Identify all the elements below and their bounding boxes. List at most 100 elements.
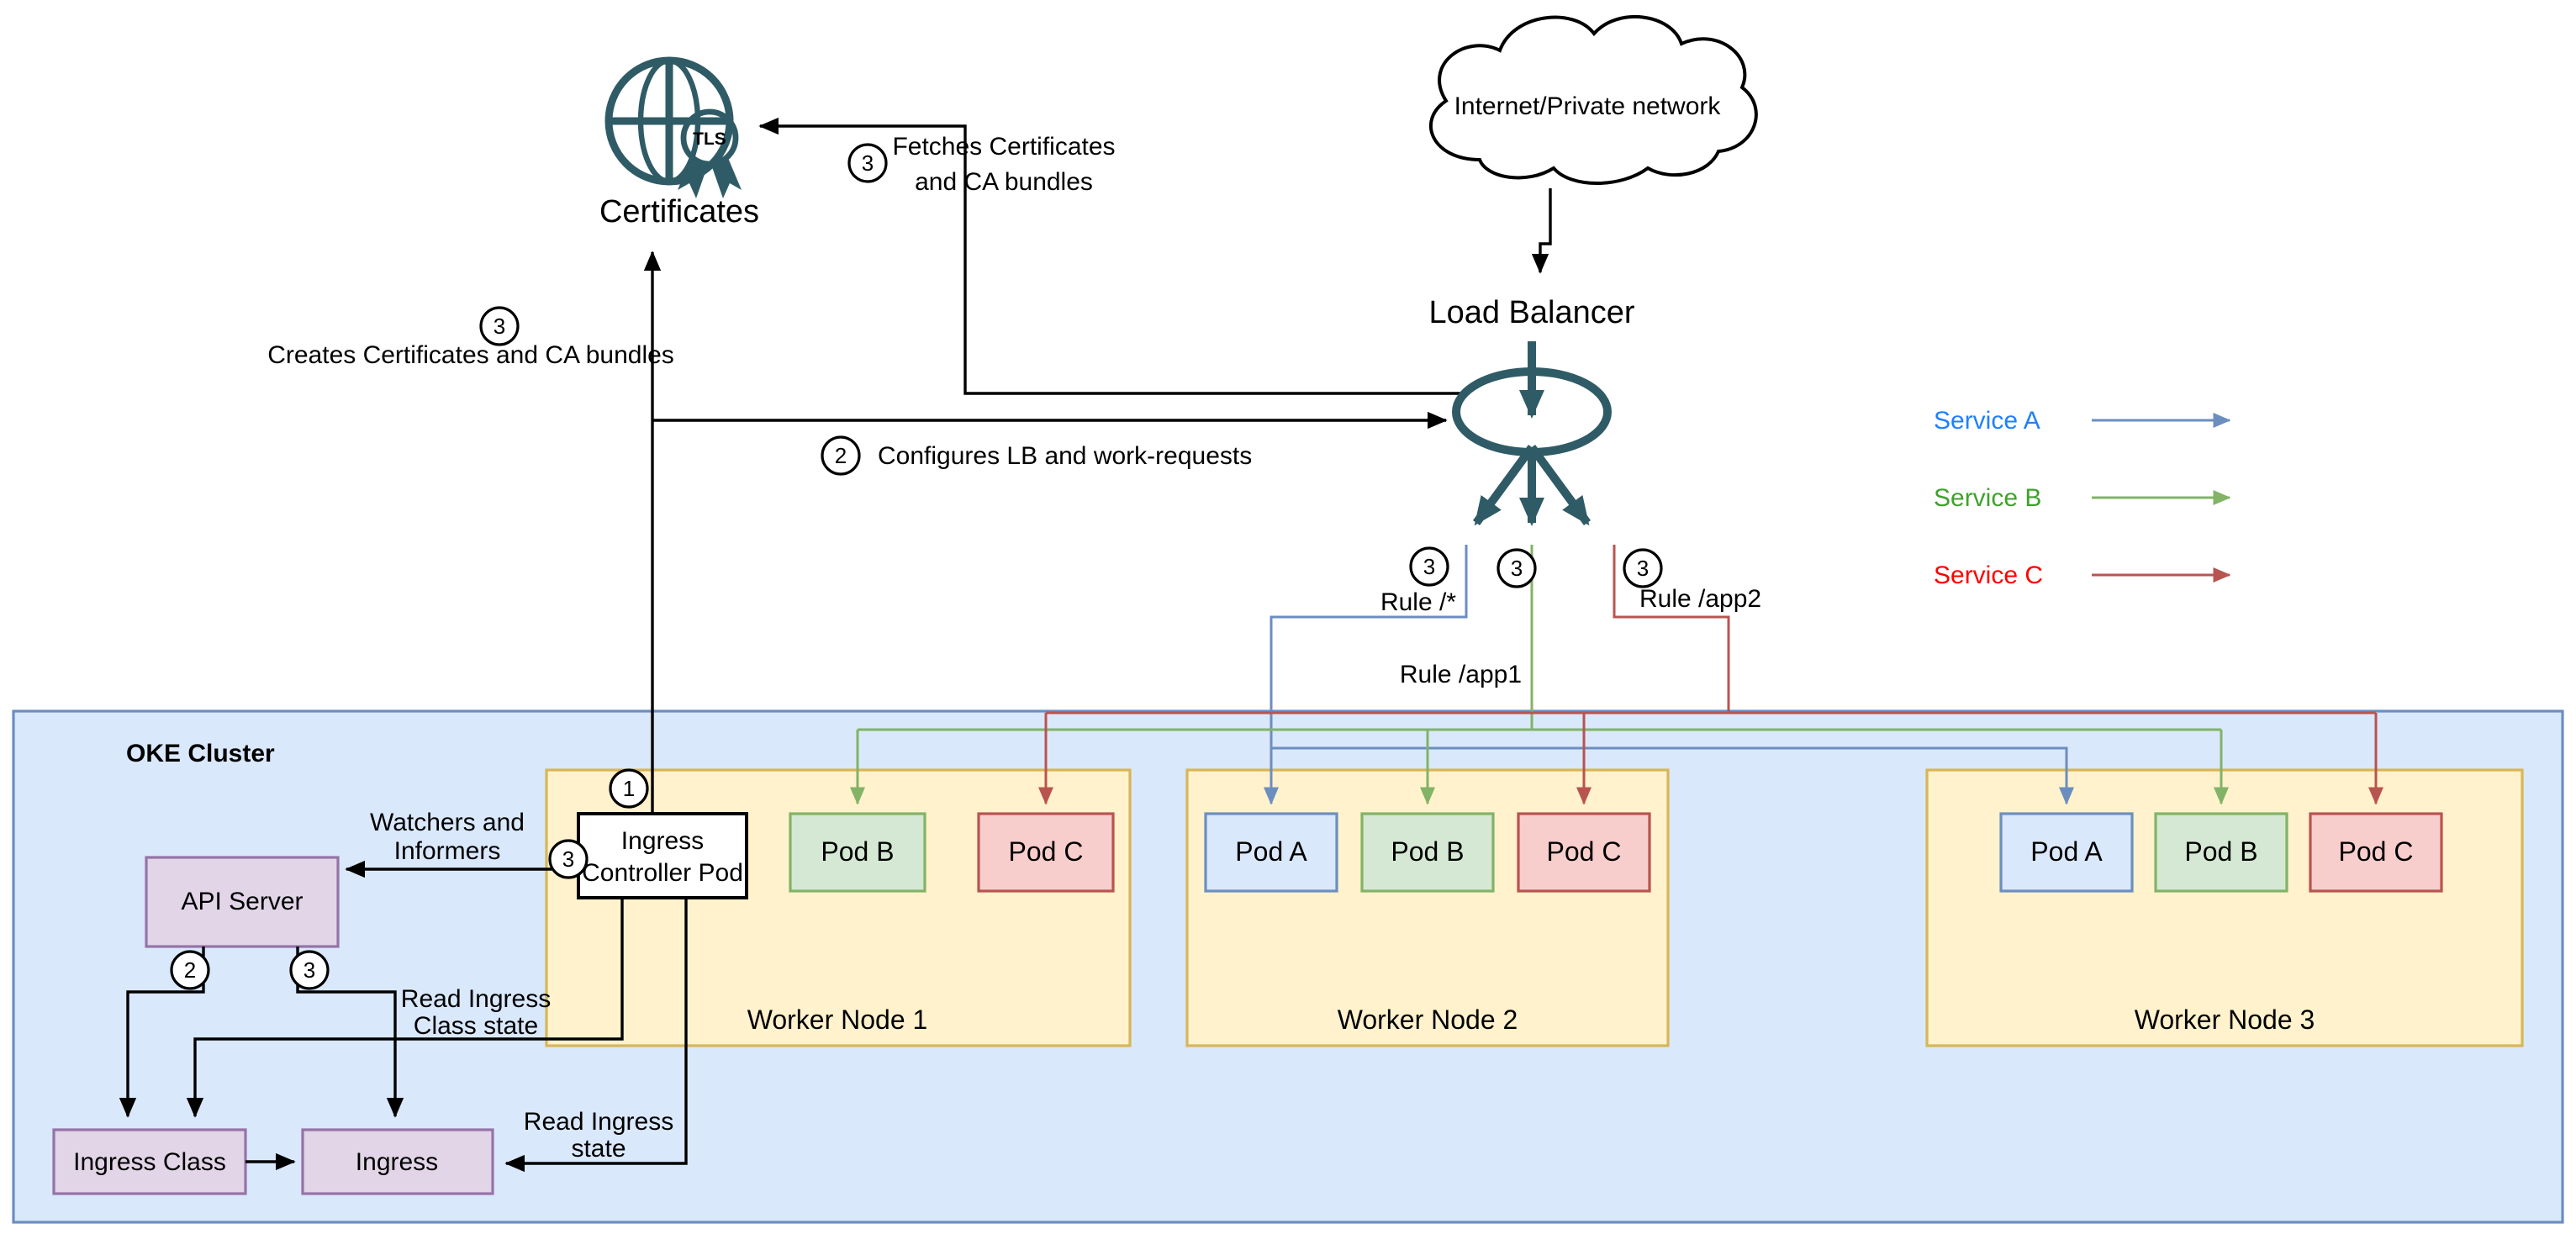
wn1-pod-c	[977, 812, 1115, 893]
legend: Service A Service B Service C	[1934, 407, 2231, 589]
cloud-shape	[1429, 15, 1758, 185]
read-ingress-class-label-2: Class state	[414, 1012, 538, 1040]
creates-label: Creates Certificates and CA bundles	[267, 341, 674, 369]
certificates-label: Certificates	[599, 194, 759, 229]
wn3-pod-c	[2309, 812, 2443, 893]
ingress-box	[301, 1128, 494, 1195]
fetches-label-1: Fetches Certificates	[892, 133, 1115, 161]
wn3-pod-a	[1999, 812, 2134, 893]
api-server-box	[145, 856, 340, 948]
rule-wildcard-label: Rule /*	[1380, 588, 1456, 616]
wn2-pod-c	[1517, 812, 1651, 893]
service-c-stem	[1613, 545, 1730, 713]
step-number: 3	[1423, 554, 1435, 579]
step-badge-fetches: 3	[847, 143, 888, 183]
step-number: 3	[562, 846, 574, 872]
service-a-to-wn3	[1271, 746, 2074, 805]
edge-cloud-to-lb	[1531, 188, 1552, 274]
wn2-pod-a	[1204, 812, 1338, 893]
step-badge-rule-b: 3	[1497, 548, 1537, 588]
step-number: 3	[304, 957, 315, 983]
step-circle	[1409, 546, 1449, 587]
certificates-globe-icon: TLS	[604, 56, 742, 198]
step-circle	[548, 839, 589, 879]
oke-cluster: OKE Cluster Worker Node 1 Pod B Pod C Wo…	[12, 709, 2564, 1224]
wn2-pod-b-label: Pod B	[1391, 836, 1464, 867]
wn3-pod-b	[2154, 812, 2288, 893]
watchers-label-1: Watchers and	[370, 809, 525, 836]
step-number: 3	[1637, 556, 1649, 581]
step-number: 2	[835, 443, 847, 468]
load-balancer-label: Load Balancer	[1428, 295, 1634, 330]
ingress-controller-label-2: Controller Pod	[582, 859, 743, 887]
step-circle	[289, 950, 330, 990]
step-number: 2	[184, 957, 196, 983]
step-number: 1	[623, 776, 635, 801]
step-badge-rule-c: 3	[1623, 548, 1663, 588]
legend-service-b-label: Service B	[1934, 484, 2041, 512]
worker-node-3-label: Worker Node 3	[2135, 1005, 2315, 1035]
wn1-pod-b	[789, 812, 926, 893]
worker-node-1: Worker Node 1 Pod B Pod C	[545, 768, 1132, 1047]
step-circle	[170, 950, 210, 990]
step-badge-api-right: 3	[289, 950, 330, 990]
wn3-pod-a-label: Pod A	[2030, 836, 2103, 867]
service-a-route	[1264, 545, 2074, 805]
cloud-label: Internet/Private network	[1454, 92, 1722, 120]
ingress-controller-label-1: Ingress	[621, 827, 704, 855]
legend-service-a-label: Service A	[1934, 407, 2040, 435]
step-number: 3	[862, 150, 874, 176]
step-badge-controller: 1	[609, 768, 649, 809]
worker-node-3: Worker Node 3 Pod A Pod B Pod C	[1925, 768, 2524, 1047]
configures-label: Configures LB and work-requests	[878, 442, 1252, 470]
step-badge-api-left: 2	[170, 950, 210, 990]
watchers-label-2: Informers	[394, 837, 501, 865]
step-circle	[1497, 548, 1537, 588]
step-badge-configures: 2	[821, 435, 861, 476]
step-badge-watchers: 3	[548, 839, 589, 879]
step-circle	[479, 306, 520, 346]
step-circle	[847, 143, 888, 183]
edge-fetches-certificates	[758, 117, 1461, 395]
ingress-controller-pod-box	[577, 812, 748, 899]
globe-meridians	[637, 57, 701, 185]
worker-node-1-label: Worker Node 1	[747, 1005, 928, 1035]
step-circle	[821, 435, 861, 476]
service-a-to-wn2	[1264, 545, 1468, 805]
wn2-pod-c-label: Pod C	[1547, 836, 1622, 867]
wn3-pod-b-label: Pod B	[2184, 836, 2257, 867]
cloud-icon: Internet/Private network	[1429, 15, 1758, 185]
wn2-pod-a-label: Pod A	[1235, 836, 1307, 867]
worker-node-2: Worker Node 2 Pod A Pod B Pod C	[1185, 768, 1670, 1047]
wn1-pod-c-label: Pod C	[1009, 836, 1084, 867]
lb-fan-left	[1472, 445, 1536, 526]
read-ingress-class-label-1: Read Ingress	[401, 985, 551, 1013]
lb-fan-right	[1528, 445, 1592, 526]
ingress-label: Ingress	[356, 1148, 438, 1176]
read-ingress-label-2: state	[571, 1135, 626, 1163]
step-badge-creates: 3	[479, 306, 520, 346]
rule-app2-label: Rule /app2	[1639, 585, 1761, 613]
ribbon-right	[711, 158, 742, 198]
oke-cluster-label: OKE Cluster	[126, 740, 275, 767]
step-number: 3	[494, 314, 505, 339]
wn1-pod-b-label: Pod B	[821, 836, 894, 867]
rule-app1-label: Rule /app1	[1400, 661, 1522, 688]
fetches-label-2: and CA bundles	[915, 168, 1093, 196]
edge-read-ingress-state	[504, 898, 688, 1173]
worker-node-2-label: Worker Node 2	[1338, 1005, 1518, 1035]
ribbon-left	[678, 158, 708, 198]
ingress-class-label: Ingress Class	[73, 1148, 226, 1176]
step-badge-rule-a: 3	[1409, 546, 1449, 587]
step-number: 3	[1511, 556, 1523, 581]
service-routes	[850, 545, 2383, 805]
legend-service-c-label: Service C	[1934, 562, 2043, 589]
service-c-route	[1038, 545, 2383, 805]
tls-badge-label: TLS	[693, 129, 726, 149]
load-balancer-icon	[1452, 341, 1612, 526]
edge-read-ingress-class-state	[186, 898, 624, 1118]
step-circle	[1623, 548, 1663, 588]
edge-labels: 3 Fetches Certificates and CA bundles 3 …	[170, 133, 1761, 1163]
wn2-pod-b	[1360, 812, 1495, 893]
